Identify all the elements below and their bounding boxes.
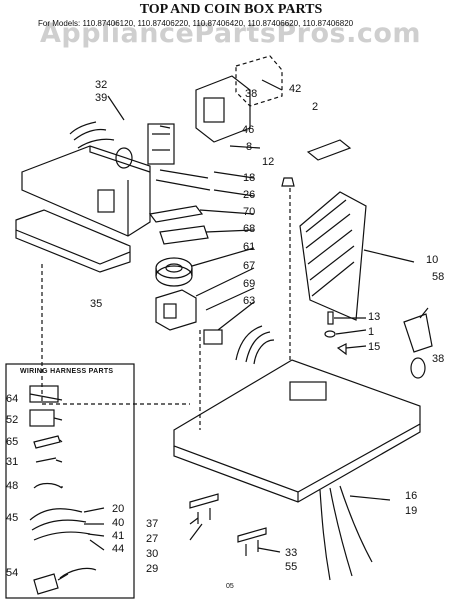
part-68 — [159, 225, 209, 245]
part-label-68: 68 — [243, 223, 256, 235]
part-70 — [148, 205, 204, 223]
part-label-40: 40 — [112, 517, 125, 529]
part-label-38-top: 38 — [245, 88, 258, 100]
wiring-harness-box — [5, 363, 135, 599]
part-label-26: 26 — [243, 189, 256, 201]
lock-38 — [403, 313, 433, 353]
harness-part-54 — [33, 573, 59, 595]
model-numbers: For Models: 110.87406120, 110.87406220, … — [38, 19, 354, 28]
coin-box-plate — [15, 209, 131, 273]
part-label-69: 69 — [243, 278, 256, 290]
part-label-52: 52 — [6, 414, 19, 426]
part-label-58: 58 — [432, 271, 445, 283]
part-label-44: 44 — [112, 543, 125, 555]
harness-part-31 — [35, 457, 57, 463]
coin-box-67 — [155, 289, 197, 331]
part-label-39: 39 — [95, 92, 108, 104]
gear-8 — [115, 147, 133, 169]
watermark: AppliancePartsPros.com — [40, 18, 422, 49]
harness-part-65 — [33, 435, 61, 449]
part-label-29: 29 — [146, 563, 159, 575]
part-label-27: 27 — [146, 533, 159, 545]
part-label-70: 70 — [243, 206, 256, 218]
part-label-33: 33 — [285, 547, 298, 559]
part-label-61: 61 — [243, 241, 256, 253]
part-label-13: 13 — [368, 311, 381, 323]
harness-part-64 — [29, 385, 59, 403]
part-label-54: 54 — [6, 567, 19, 579]
part-label-10: 10 — [426, 254, 439, 266]
part-label-16: 16 — [405, 490, 418, 502]
grommet-12 — [281, 177, 295, 187]
part-label-38-right: 38 — [432, 353, 445, 365]
wiring-harness-title: WIRING HARNESS PARTS — [20, 368, 114, 375]
hinge-33 — [237, 527, 267, 543]
harness-part-48 — [33, 482, 63, 489]
console-panel-10 — [299, 191, 367, 321]
footer-code: 05 — [226, 583, 234, 590]
assembly-42 — [195, 75, 251, 143]
coin-box-body — [21, 145, 151, 237]
part-label-31: 31 — [6, 456, 19, 468]
part-label-8: 8 — [246, 141, 253, 153]
plate-2 — [306, 139, 352, 161]
part-label-32: 32 — [95, 79, 108, 91]
screw-13 — [327, 311, 334, 325]
dryer-top-16 — [173, 359, 421, 493]
part-label-30: 30 — [146, 548, 159, 560]
part-label-20: 20 — [112, 503, 125, 515]
plate-63 — [203, 329, 223, 345]
part-label-18: 18 — [243, 172, 256, 184]
washer-1 — [324, 330, 336, 338]
part-label-63: 63 — [243, 295, 256, 307]
part-label-48: 48 — [6, 480, 19, 492]
part-label-55: 55 — [285, 561, 298, 573]
hinge-37 — [189, 493, 219, 509]
part-label-45: 45 — [6, 512, 19, 524]
part-label-65: 65 — [6, 436, 19, 448]
part-label-15: 15 — [368, 341, 381, 353]
part-label-64: 64 — [6, 393, 19, 405]
diagram-title: TOP AND COIN BOX PARTS — [139, 2, 323, 17]
part-label-42: 42 — [289, 83, 302, 95]
ring-61 — [155, 257, 193, 279]
harness-part-52 — [29, 409, 55, 427]
clip-15 — [336, 343, 347, 356]
part-label-35: 35 — [90, 298, 103, 310]
part-label-19: 19 — [405, 505, 418, 517]
part-label-12: 12 — [262, 156, 275, 168]
harness-part-45 — [29, 508, 91, 541]
part-label-67: 67 — [243, 260, 256, 272]
part-label-37: 37 — [146, 518, 159, 530]
part-label-1: 1 — [368, 326, 375, 338]
part-label-41: 41 — [112, 530, 125, 542]
bracket-46 — [147, 123, 175, 165]
part-label-2: 2 — [312, 101, 319, 113]
part-label-46: 46 — [242, 124, 255, 136]
